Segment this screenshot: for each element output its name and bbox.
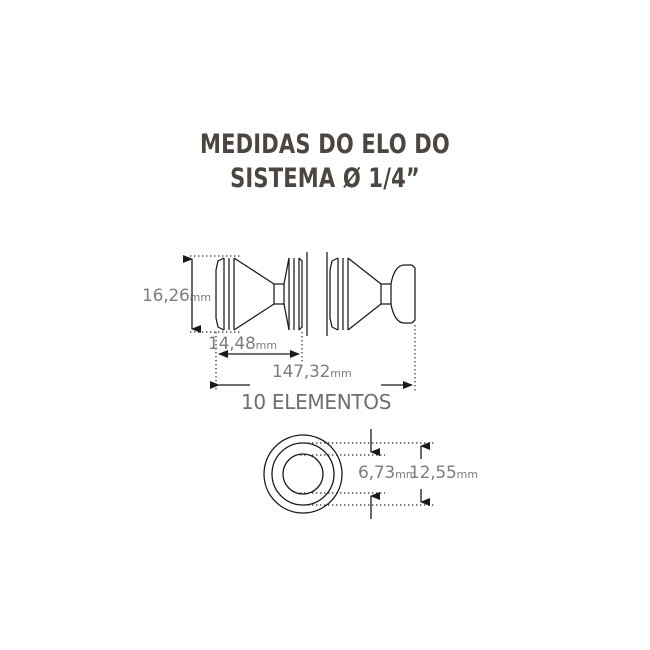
page-title-line-1: MEDIDAS DO ELO DO <box>200 129 450 160</box>
cross-section-circles <box>263 434 343 514</box>
dimension-unit-element-width: mm <box>255 339 278 352</box>
cross-section-extension-lines <box>300 442 435 506</box>
dimension-label-outer-diameter: 12,55mm <box>409 463 478 483</box>
dimension-value-outer-diameter: 12,55 <box>409 463 457 483</box>
dimension-unit-height: mm <box>189 291 212 304</box>
inner-circle <box>282 453 324 495</box>
dimension-value-height: 16,26 <box>142 286 190 306</box>
dimension-unit-total-length: mm <box>330 367 352 380</box>
dimension-label-total-length: 147,32mm <box>272 362 352 382</box>
dimension-unit-inner-diameter: mm <box>395 468 417 481</box>
dimension-value-total-length: 147,32 <box>272 362 331 382</box>
dimension-value-element-width: 14,48 <box>208 334 256 354</box>
page-title-line-2: SISTEMA Ø 1/4” <box>230 163 420 194</box>
link-element-2 <box>329 257 416 331</box>
dimension-value-inner-diameter: 6,73 <box>358 463 396 483</box>
middle-circle <box>271 442 335 506</box>
dimension-label-height: 16,26mm <box>142 286 211 306</box>
dimension-unit-outer-diameter: mm <box>456 468 479 481</box>
dimension-label-inner-diameter: 6,73mm <box>358 463 417 483</box>
outer-circle <box>263 434 343 514</box>
page-title: MEDIDAS DO ELO DO SISTEMA Ø 1/4” <box>72 128 579 196</box>
element-count-label: 10 ELEMENTOS <box>241 390 392 414</box>
link-element-1 <box>215 257 303 331</box>
dimension-label-element-width: 14,48mm <box>208 334 277 354</box>
